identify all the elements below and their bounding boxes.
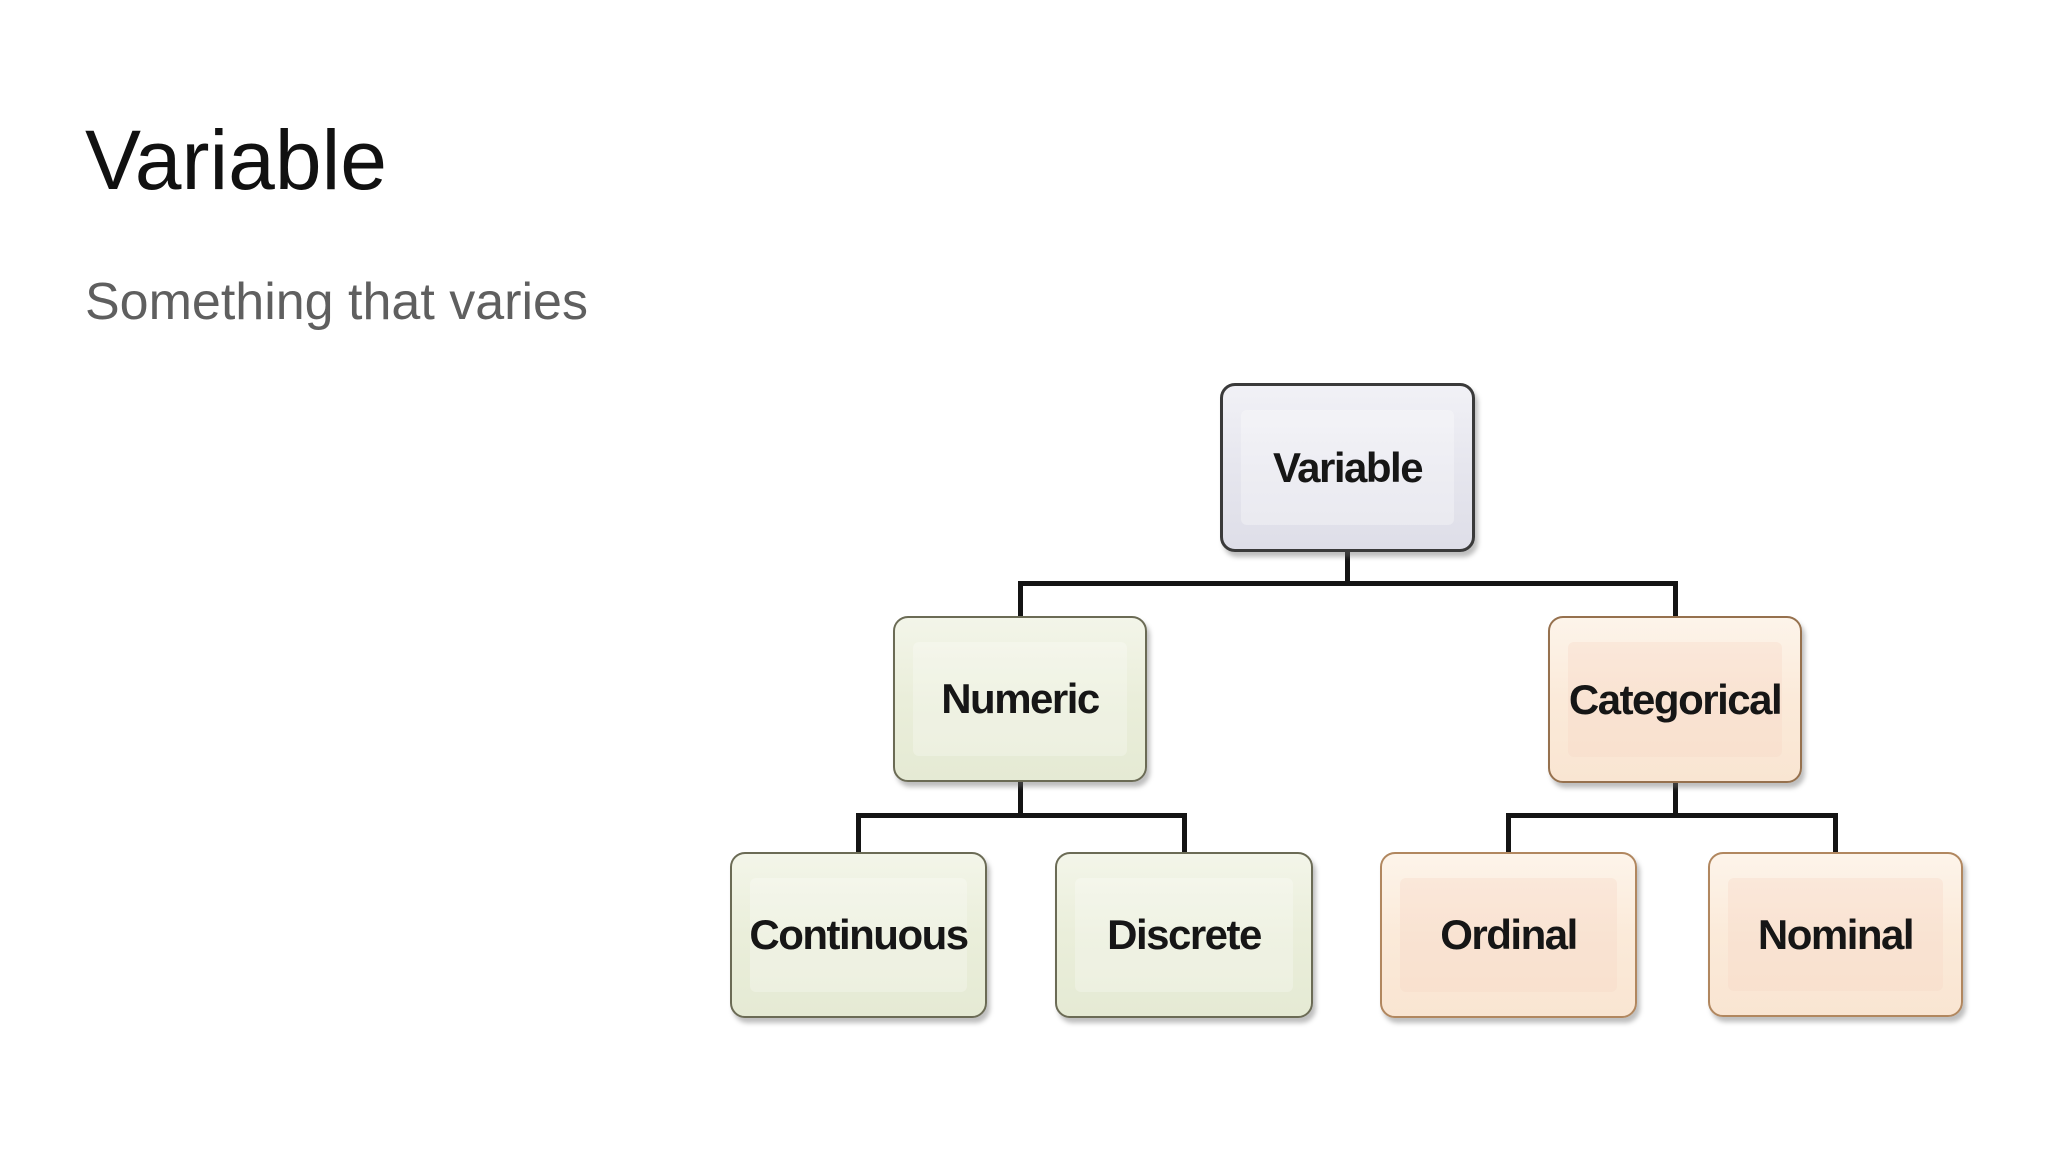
connector-drop-ordinal	[1506, 813, 1511, 855]
connector-level1-horizontal	[1018, 581, 1678, 586]
node-variable-label: Variable	[1272, 443, 1424, 491]
node-discrete: Discrete	[1055, 852, 1313, 1018]
node-discrete-label: Discrete	[1107, 911, 1262, 958]
slide-title: Variable	[85, 113, 387, 207]
node-categorical-label: Categorical	[1568, 675, 1783, 723]
connector-level2-left-horizontal	[856, 813, 1187, 818]
connector-categorical-stub	[1673, 780, 1678, 818]
connector-drop-numeric	[1018, 581, 1023, 619]
connector-level2-right-horizontal	[1506, 813, 1837, 818]
node-ordinal: Ordinal	[1380, 852, 1637, 1018]
node-continuous-label: Continuous	[749, 911, 969, 958]
connector-drop-discrete	[1182, 813, 1187, 855]
node-nominal: Nominal	[1708, 852, 1963, 1017]
node-numeric-label: Numeric	[941, 675, 1100, 722]
node-nominal-label: Nominal	[1757, 910, 1915, 958]
node-categorical: Categorical	[1548, 616, 1802, 783]
connector-drop-continuous	[856, 813, 861, 855]
connector-drop-nominal	[1833, 813, 1838, 855]
connector-drop-categorical	[1673, 581, 1678, 619]
node-ordinal-label: Ordinal	[1440, 911, 1578, 958]
node-continuous: Continuous	[730, 852, 987, 1018]
node-numeric: Numeric	[893, 616, 1147, 782]
node-variable: Variable	[1220, 383, 1475, 552]
connector-numeric-stub	[1018, 780, 1023, 818]
slide-subtitle: Something that varies	[85, 273, 588, 331]
connector-variable-stub	[1345, 550, 1350, 586]
